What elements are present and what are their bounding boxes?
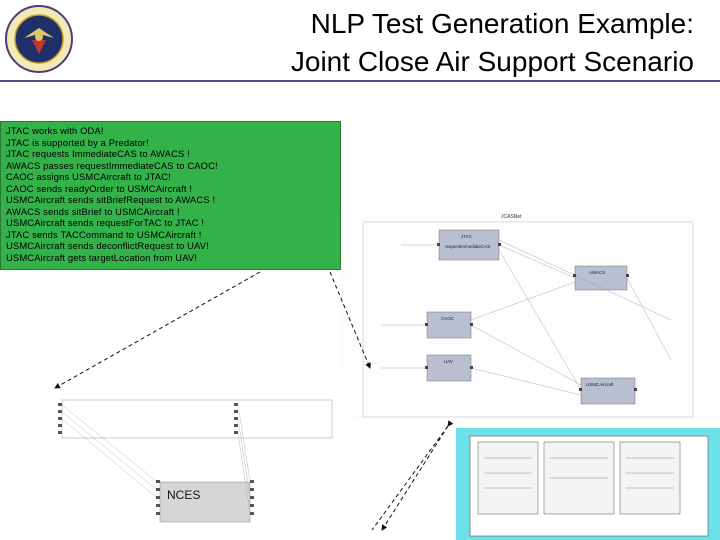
- scenario-line: USMCAircraft sends sitBriefRequest to AW…: [6, 194, 216, 205]
- caoc-node-label: CAOC: [441, 316, 455, 321]
- scenario-line: JTAC works with ODA!: [6, 125, 104, 136]
- uav-node-label: UAV: [444, 359, 453, 364]
- scenario-line: JTAC sends TACCommand to USMCAircraft !: [6, 228, 202, 240]
- usmc-node-label: USMCAircraft: [586, 382, 614, 387]
- nces-node-label: NCES: [167, 488, 201, 502]
- nces-interface-diagram: [50, 370, 350, 538]
- jtac-node-label: JTAC: [461, 234, 473, 239]
- collaboration-diagram: JCASNet JTAC requestImmediateCAS AWACS C…: [341, 210, 720, 420]
- scenario-line: CAOC assigns USMCAircraft to JTAC!: [6, 171, 171, 182]
- scenario-line: USMCAircraft sends deconflictRequest to …: [6, 240, 209, 251]
- uav-node: [426, 354, 472, 382]
- awacs-node-label: AWACS: [589, 270, 605, 275]
- agency-seal-logo: [5, 5, 73, 73]
- usmc-node: [580, 377, 636, 405]
- svg-text:JCASNet: JCASNet: [501, 214, 522, 220]
- scenario-line: JTAC is supported by a Predator!: [6, 136, 149, 148]
- scenario-line: CAOC sends readyOrder to USMCAircraft !: [6, 182, 193, 194]
- awacs-node: [574, 265, 628, 291]
- scenario-line: JTAC requests ImmediateCAS to AWACS !: [6, 148, 190, 159]
- connector-arrows: [54, 271, 454, 531]
- page-title-line-2: Joint Close Air Support Scenario: [290, 46, 694, 77]
- scenario-line: AWACS sends sitBrief to USMCAircraft !: [6, 205, 180, 217]
- title-divider: [0, 80, 720, 82]
- inset-figure: [456, 428, 720, 540]
- page-title-line-1: NLP Test Generation Example:: [310, 8, 694, 39]
- scenario-line: USMCAircraft gets targetLocation from UA…: [6, 251, 198, 263]
- scenario-line: USMCAircraft sends requestForTAC to JTAC…: [6, 217, 205, 228]
- caoc-node: [426, 311, 472, 339]
- jtac-node-op: requestImmediateCAS: [445, 244, 490, 249]
- scenario-text-box: JTAC works with ODA! JTAC is supported b…: [0, 121, 341, 270]
- scenario-line: AWACS passes requestImmediateCAS to CAOC…: [6, 159, 218, 171]
